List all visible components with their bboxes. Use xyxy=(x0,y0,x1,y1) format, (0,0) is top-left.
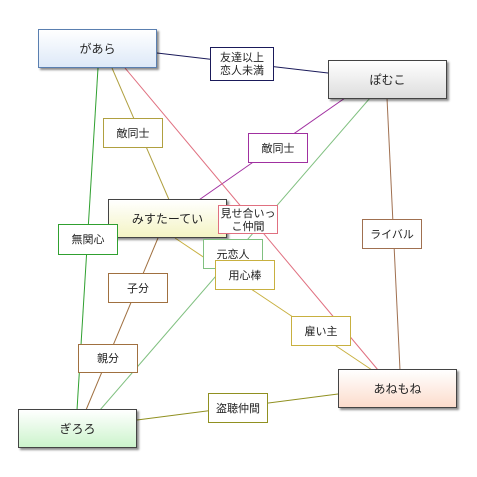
node-anemone[interactable]: あねもね xyxy=(338,369,457,408)
label-gaara-misuta: 敵同士 xyxy=(103,118,163,148)
node-giroro[interactable]: ぎろろ xyxy=(18,409,137,448)
label-giroro-anemone: 盗聴仲間 xyxy=(208,393,268,423)
label-misuta-anemone: 用心棒 xyxy=(215,260,275,290)
edge-misuta-giroro xyxy=(85,237,159,411)
label-anemone-misuta: 雇い主 xyxy=(291,316,351,346)
node-misuta[interactable]: みすたーてい xyxy=(108,199,227,238)
label-gaara-anemone: 見せ合いっ こ仲間 xyxy=(218,205,278,234)
label-pomuko-anemone: ライバル xyxy=(362,219,422,249)
label-gaara-pomuko: 友達以上 恋人未満 xyxy=(210,47,274,81)
node-pomuko[interactable]: ぽむこ xyxy=(328,60,447,99)
node-gaara[interactable]: があら xyxy=(38,29,157,68)
label-pomuko-misuta: 敵同士 xyxy=(248,133,308,163)
label-gaara-giroro: 無関心 xyxy=(58,224,118,255)
label-misuta-giroro: 子分 xyxy=(108,273,168,303)
label-giroro-misuta: 親分 xyxy=(78,344,138,373)
